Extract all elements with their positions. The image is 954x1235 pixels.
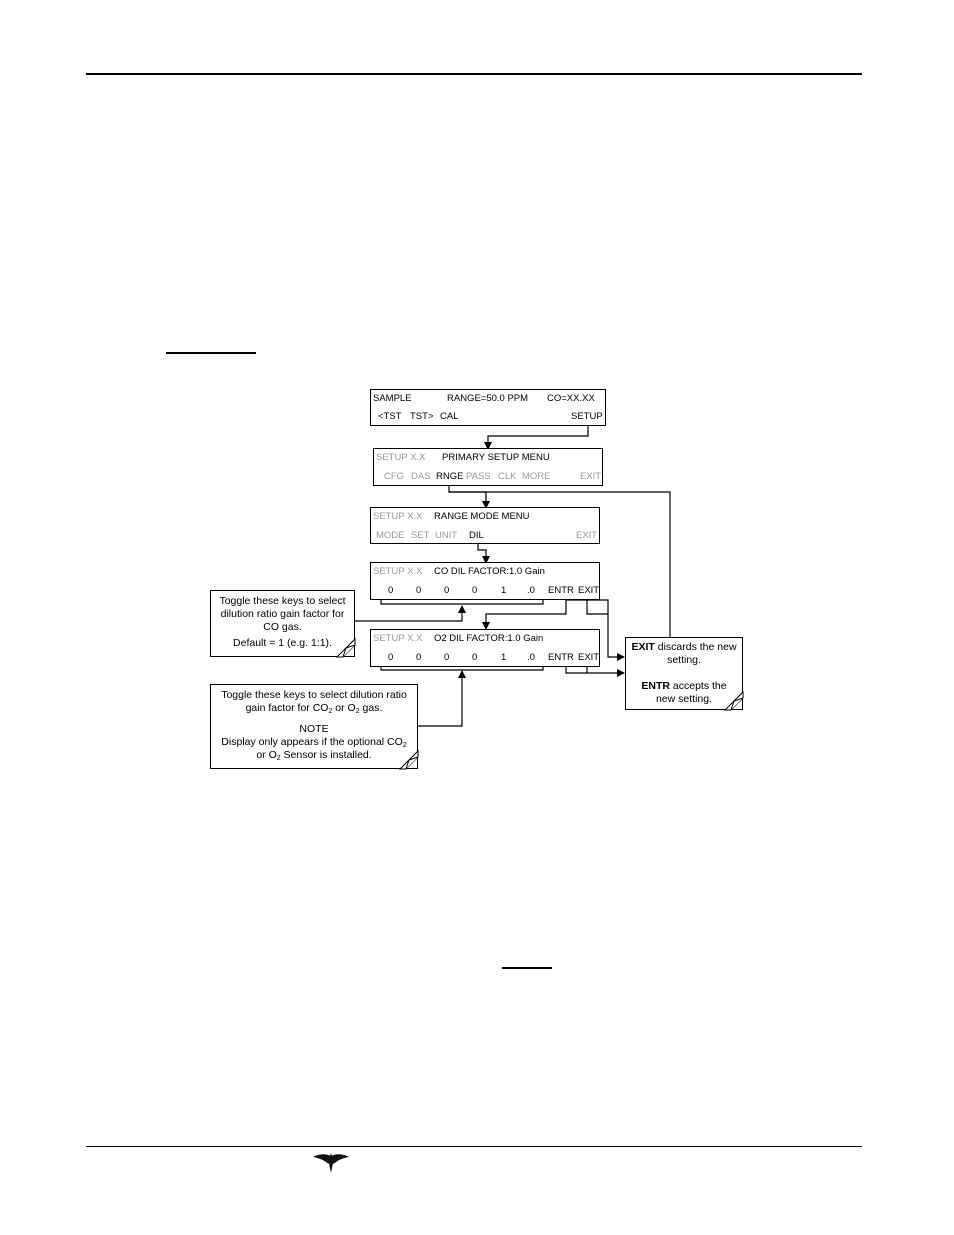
callout-line: or O2 Sensor is installed. <box>256 749 372 762</box>
dil-factor-title: O2 DIL FACTOR:1.0 Gain <box>434 633 544 644</box>
entr-key[interactable]: ENTR <box>548 652 574 663</box>
clk-key[interactable]: CLK <box>498 471 517 482</box>
range-mode-screen: SETUP X.X RANGE MODE MENU MODE SET UNIT … <box>370 507 600 544</box>
digit-key[interactable]: 0 <box>444 652 450 663</box>
exit-entr-callout: EXIT discards the new setting. ENTR acce… <box>625 637 743 710</box>
callout-line: CO gas. <box>263 621 302 633</box>
primary-setup-screen: SETUP X.X PRIMARY SETUP MENU CFG DAS RNG… <box>373 448 603 486</box>
cfg-key[interactable]: CFG <box>384 471 405 482</box>
mode-label: SETUP X.X <box>376 452 426 463</box>
callout-line: setting. <box>667 654 701 666</box>
o2-toggle-callout: Toggle these keys to select dilution rat… <box>210 684 418 769</box>
exit-key[interactable]: EXIT <box>576 530 598 541</box>
exit-key[interactable]: EXIT <box>578 585 600 596</box>
exit-key[interactable]: EXIT <box>580 471 602 482</box>
mode-label: SAMPLE <box>373 393 412 404</box>
callout-line: gain factor for CO2 or O2 gas. <box>245 702 383 715</box>
setup-key[interactable]: SETUP <box>571 411 603 422</box>
co-dil-factor-screen: SETUP X.X CO DIL FACTOR:1.0 Gain 0 0 0 0… <box>370 562 600 600</box>
digit-key[interactable]: 0 <box>416 585 422 596</box>
digit-key[interactable]: 1 <box>501 585 507 596</box>
exit-key[interactable]: EXIT <box>578 652 600 663</box>
header-rule <box>86 73 862 75</box>
callout-default: Default = 1 (e.g. 1:1). <box>233 637 332 649</box>
menu-title: RANGE MODE MENU <box>434 511 530 522</box>
mode-key[interactable]: MODE <box>376 530 405 541</box>
tst-prev-key[interactable]: <TST <box>378 411 402 422</box>
callout-line: new setting. <box>655 693 713 705</box>
tst-next-key[interactable]: TST> <box>410 411 434 422</box>
digit-key[interactable]: 0 <box>388 585 394 596</box>
digit-key[interactable]: 0 <box>416 652 422 663</box>
digit-key[interactable]: 0 <box>472 652 478 663</box>
unit-key[interactable]: UNIT <box>435 530 458 541</box>
dil-factor-title: CO DIL FACTOR:1.0 Gain <box>434 566 545 577</box>
sample-screen: SAMPLE RANGE=50.0 PPM CO=XX.XX <TST TST>… <box>370 389 606 426</box>
callout-line: Toggle these keys to select <box>219 595 346 607</box>
text-underline <box>502 967 552 969</box>
decimal-key[interactable]: .0 <box>527 652 535 663</box>
cal-key[interactable]: CAL <box>440 411 459 422</box>
mode-label: SETUP X.X <box>373 566 423 577</box>
callout-line: dilution ratio gain factor for <box>220 608 345 620</box>
digit-key[interactable]: 0 <box>444 585 450 596</box>
rnge-key[interactable]: RNGE <box>436 471 464 482</box>
range-readout: RANGE=50.0 PPM <box>447 393 529 404</box>
menu-title: PRIMARY SETUP MENU <box>442 452 550 463</box>
dil-key[interactable]: DIL <box>469 530 484 541</box>
decimal-key[interactable]: .0 <box>527 585 535 596</box>
footer-rule <box>86 1146 862 1147</box>
note-title: NOTE <box>299 723 329 735</box>
digit-key[interactable]: 0 <box>472 585 478 596</box>
entr-key[interactable]: ENTR <box>548 585 574 596</box>
das-key[interactable]: DAS <box>411 471 431 482</box>
concentration-readout: CO=XX.XX <box>547 393 595 404</box>
section-underline <box>166 352 256 354</box>
company-logo <box>312 1150 350 1174</box>
set-key[interactable]: SET <box>411 530 430 541</box>
callout-line: Display only appears if the optional CO2 <box>221 736 407 749</box>
callout-line: EXIT discards the new <box>631 641 737 653</box>
callout-line: Toggle these keys to select dilution rat… <box>221 689 407 701</box>
callout-line: ENTR accepts the <box>641 680 727 692</box>
digit-key[interactable]: 0 <box>388 652 394 663</box>
mode-label: SETUP X.X <box>373 511 423 522</box>
co-toggle-callout: Toggle these keys to select dilution rat… <box>210 590 355 657</box>
o2-dil-factor-screen: SETUP X.X O2 DIL FACTOR:1.0 Gain 0 0 0 0… <box>370 629 600 667</box>
mode-label: SETUP X.X <box>373 633 423 644</box>
pass-key[interactable]: PASS <box>466 471 491 482</box>
digit-key[interactable]: 1 <box>501 652 507 663</box>
more-key[interactable]: MORE <box>522 471 551 482</box>
